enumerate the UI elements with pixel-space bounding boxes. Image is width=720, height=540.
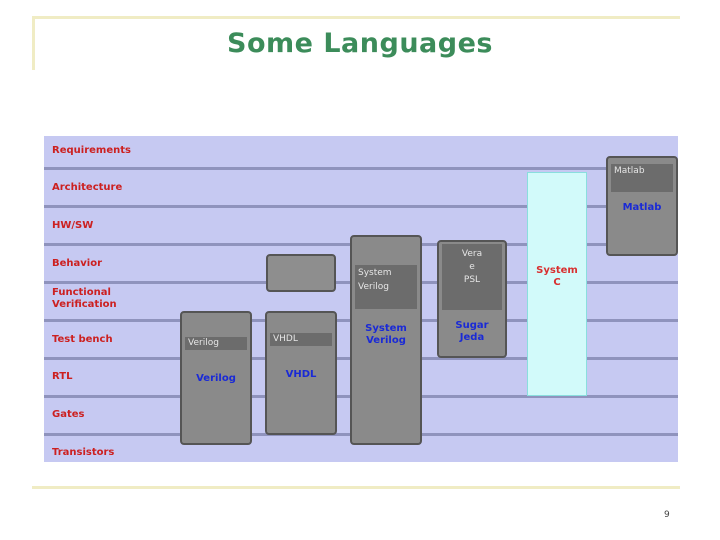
language-box-verification: Vera e PSL Sugar Jeda <box>437 240 507 358</box>
language-box-label: System Verilog <box>365 323 407 346</box>
language-box-label: Verilog <box>196 373 236 384</box>
row-label-functional-verification: Functional Verification <box>52 287 117 310</box>
systemc-label: System C <box>536 265 578 288</box>
row-label-transistors: Transistors <box>52 447 115 458</box>
language-box-label: VHDL <box>285 369 317 380</box>
row-divider <box>44 205 678 208</box>
row-label-rtl: RTL <box>52 371 73 382</box>
page-number: 9 <box>664 510 670 520</box>
language-box-verilog: Verilog Verilog <box>180 311 252 445</box>
language-box-header: VHDL <box>270 333 332 346</box>
row-label-behavior: Behavior <box>52 258 103 269</box>
row-label-test-bench: Test bench <box>52 334 113 345</box>
title-rule-top <box>32 16 680 19</box>
language-box-header: System Verilog <box>355 265 417 309</box>
row-label-gates: Gates <box>52 409 85 420</box>
title-rule-left <box>32 16 35 70</box>
row-label-hw-sw: HW/SW <box>52 220 94 231</box>
systemc-column: System C <box>527 172 587 396</box>
language-box-header: Verilog <box>185 337 247 350</box>
language-box-vhdl: VHDL VHDL <box>265 311 337 435</box>
language-box-header: Vera e PSL <box>442 244 502 310</box>
language-box-header: Matlab <box>611 164 673 192</box>
row-label-architecture: Architecture <box>52 182 123 193</box>
language-box-matlab: Matlab Matlab <box>606 156 678 256</box>
language-box-system-verilog: System Verilog System Verilog <box>350 235 422 445</box>
slide-title: Some Languages <box>227 28 493 59</box>
row-divider <box>44 167 678 170</box>
language-box-unlabeled <box>266 254 336 292</box>
language-box-label: Sugar Jeda <box>455 320 489 343</box>
row-label-requirements: Requirements <box>52 145 131 156</box>
language-box-label: Matlab <box>622 202 662 213</box>
footer-rule <box>32 486 680 489</box>
